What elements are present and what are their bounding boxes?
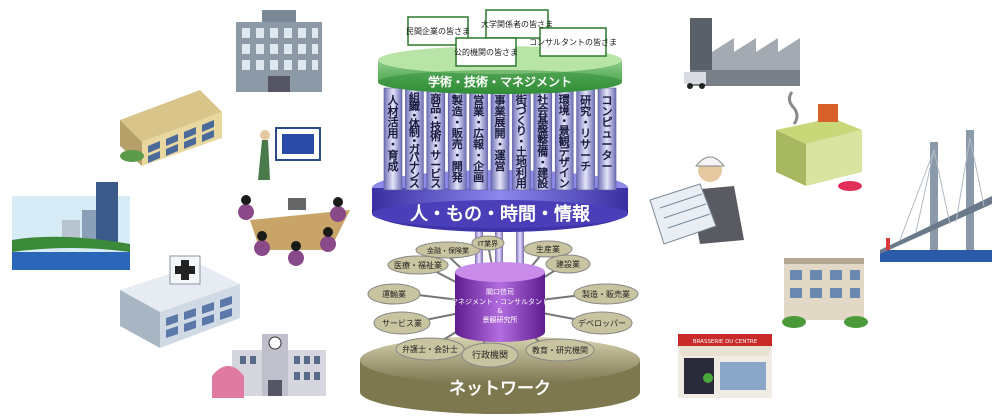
svg-text:生産業: 生産業 — [536, 244, 560, 254]
svg-text:コンサルタントの皆さま: コンサルタントの皆さま — [529, 38, 617, 47]
city-skyline-icon — [12, 182, 130, 270]
svg-text:建設業: 建設業 — [556, 259, 580, 269]
partner-finance: 金融・保険業 — [415, 241, 481, 259]
engineer-icon — [649, 156, 744, 245]
pillar-label-5: 事業展開・運営 — [494, 93, 507, 173]
pillar-label-10: コンピューター — [602, 94, 613, 173]
pillar-8: 環境・景観デザイン — [554, 87, 574, 191]
svg-text:大学関係者の皆さま: 大学関係者の皆さま — [481, 19, 553, 29]
hospital-icon — [120, 255, 240, 348]
partner-transport: 運輸業 — [367, 283, 421, 305]
meeting-room-icon — [238, 127, 350, 266]
network-label: ネットワーク — [449, 379, 551, 399]
pillar-7: 社会基盤整備・建設 — [533, 87, 553, 191]
svg-text:民間企業の皆さま: 民間企業の皆さま — [406, 26, 470, 36]
center-label-1: 關口信司 — [486, 287, 514, 296]
pillar-2: 商品・技術・サービス — [426, 87, 446, 191]
pillar-0: 人材活用・育成 — [383, 87, 403, 191]
pillar-label-9: 研究・リサーチ — [580, 94, 591, 173]
client-consultant: コンサルタントの皆さま — [529, 27, 617, 57]
center-cylinder: 關口信司 マネジメント・コンサルタント & 景観研究所 — [451, 262, 549, 342]
svg-text:サービス業: サービス業 — [382, 318, 422, 328]
pillar-group: 人材活用・育成組織・体制・ガバナンス商品・技術・サービス製造・販売・開発営業・広… — [383, 87, 617, 191]
pillar-label-4: 営業・広報・企画 — [472, 93, 485, 184]
partner-manufacturing: 製造・販売業 — [573, 283, 639, 305]
svg-text:医療・福祉業: 医療・福祉業 — [394, 260, 442, 270]
fuel-station-icon — [776, 91, 862, 191]
partner-construction: 建設業 — [545, 254, 591, 274]
svg-text:製造・販売業: 製造・販売業 — [582, 289, 630, 299]
center-label-4: 景観研究所 — [483, 315, 518, 324]
partner-it: IT業界 — [471, 235, 505, 251]
office-campus-icon — [120, 90, 222, 166]
pillar-label-7: 社会基盤整備・建設 — [536, 92, 549, 190]
client-public: 公的機関の皆さま — [454, 37, 518, 67]
client-boxes: 民間企業の皆さま 大学関係者の皆さま 公的機関の皆さま コンサルタントの皆さま — [406, 9, 617, 67]
center-label-2: マネジメント・コンサルタント — [451, 297, 549, 306]
factory-icon — [684, 18, 800, 89]
svg-text:教育・研究機関: 教育・研究機関 — [532, 345, 588, 355]
school-icon — [212, 334, 326, 398]
svg-text:IT業界: IT業界 — [478, 239, 498, 248]
shopfront-icon: BRASSERIE DU CENTRE — [678, 334, 772, 398]
bridge-icon — [880, 130, 992, 262]
apartment-icon — [782, 258, 868, 328]
office-building-icon — [236, 10, 322, 92]
pillar-label-2: 商品・技術・サービス — [429, 91, 442, 190]
pillar-1: 組織・体制・ガバナンス — [405, 87, 424, 191]
pillar-6: 街づくり・土地利用 — [512, 87, 531, 191]
shop-sign: BRASSERIE DU CENTRE — [693, 339, 758, 345]
svg-text:金融・保険業: 金融・保険業 — [427, 246, 469, 255]
pillar-label-1: 組織・体制・ガバナンス — [409, 91, 421, 190]
pillar-10: コンピューター — [597, 87, 617, 191]
partner-lawyer: 弁護士・会計士 — [395, 337, 465, 361]
svg-text:デベロッパー: デベロッパー — [578, 318, 626, 328]
partner-medical: 医療・福祉業 — [387, 255, 449, 275]
expertise-label: 学術・技術・マネジメント — [428, 74, 572, 89]
svg-text:運輸業: 運輸業 — [382, 289, 406, 299]
partner-nodes: 金融・保険業 IT業界 生産業 医療・福祉業 建設業 運輸業 製造・販売業 サー… — [367, 235, 639, 368]
pillar-label-8: 環境・景観デザイン — [558, 93, 571, 190]
client-university: 大学関係者の皆さま — [481, 9, 553, 39]
partner-education: 教育・研究機関 — [525, 338, 595, 362]
svg-text:弁護士・会計士: 弁護士・会計士 — [402, 344, 458, 354]
pillar-5: 事業展開・運営 — [490, 87, 510, 191]
pillar-label-6: 街づくり・土地利用 — [515, 92, 527, 190]
pillar-9: 研究・リサーチ — [576, 87, 595, 191]
partner-service: サービス業 — [373, 311, 431, 335]
pillar-label-0: 人材活用・育成 — [388, 93, 400, 173]
pillar-3: 製造・販売・開発 — [447, 87, 467, 191]
center-label-3: & — [497, 307, 503, 315]
partner-production: 生産業 — [523, 240, 573, 258]
partner-developer: デベロッパー — [571, 311, 633, 335]
svg-text:公的機関の皆さま: 公的機関の皆さま — [454, 47, 518, 57]
pillar-4: 営業・広報・企画 — [469, 87, 488, 191]
pillar-label-3: 製造・販売・開発 — [451, 93, 464, 184]
client-private: 民間企業の皆さま — [406, 16, 470, 46]
resource-label: 人・もの・時間・情報 — [410, 203, 591, 225]
partner-government: 行政機関 — [461, 342, 519, 368]
svg-text:行政機関: 行政機関 — [472, 349, 508, 361]
